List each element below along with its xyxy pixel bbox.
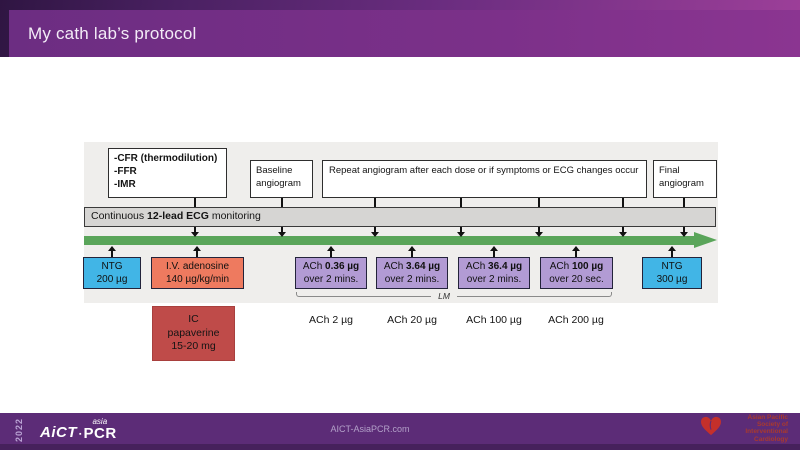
logo-aict-text: AiCT — [40, 424, 77, 441]
header-band: My cath lab’s protocol — [0, 0, 800, 57]
papaverine-line: IC — [188, 313, 199, 326]
dose-box-line: over 2 mins. — [303, 274, 359, 285]
dose-box-line: 140 µg/kg/min — [165, 274, 230, 285]
timeline-arrowhead-icon — [694, 232, 717, 248]
ach-dose-box-4: ACh 100 µg over 20 sec. — [540, 257, 613, 289]
dose-box-line: NTG — [661, 260, 683, 272]
ach-dose-box-2: ACh 3.64 µg over 2 mins. — [376, 257, 448, 289]
down-arrow-icon — [457, 227, 465, 237]
up-arrow-icon — [668, 246, 676, 258]
iv-adenosine-box: I.V. adenosine 140 µg/kg/min — [151, 257, 244, 289]
down-arrow-icon — [535, 227, 543, 237]
apsic-heart-icon — [701, 416, 721, 436]
ach-cumulative-dose-label: ACh 200 µg — [548, 314, 604, 326]
ach-dose-box-1: ACh 0.36 µg over 2 mins. — [295, 257, 367, 289]
up-arrow-icon — [490, 246, 498, 258]
connector-line — [622, 198, 624, 208]
baseline-angiogram-box: Baseline angiogram — [250, 160, 313, 198]
ecg-monitoring-bar: Continuous 12-lead ECG monitoring — [84, 207, 716, 227]
connector-line — [538, 198, 540, 208]
dose-box-line: ACh 100 µg — [549, 260, 604, 272]
dose-box-line: ACh 36.4 µg — [465, 260, 523, 272]
ecg-bar-bold-text: 12-lead ECG — [147, 210, 209, 222]
papaverine-line: 15-20 mg — [171, 340, 216, 353]
year-label: 2022 — [14, 417, 24, 442]
ach-dose-box-3: ACh 36.4 µg over 2 mins. — [458, 257, 530, 289]
dose-box-line: I.V. adenosine — [165, 260, 230, 272]
down-arrow-icon — [680, 227, 688, 237]
footer-bar: 2022 AiCT ▪ asia PCR AICT-AsiaPCR.com As… — [0, 413, 800, 450]
measurement-line: -IMR — [114, 179, 136, 191]
down-arrow-icon — [278, 227, 286, 237]
ntg-300-box: NTG 300 µg — [642, 257, 702, 289]
papaverine-line: papaverine — [167, 326, 220, 339]
dose-box-line: ACh 3.64 µg — [383, 260, 441, 272]
logo-asia-text: asia — [92, 417, 108, 426]
final-angiogram-box: Final angiogram — [653, 160, 717, 198]
website-label: AICT-AsiaPCR.com — [330, 424, 410, 434]
repeat-angiogram-box: Repeat angiogram after each dose or if s… — [322, 160, 647, 198]
down-arrow-icon — [371, 227, 379, 237]
title-bar: My cath lab’s protocol — [9, 10, 800, 57]
apsic-society-label: Asian Pacific Society of Interventional … — [745, 414, 788, 443]
logo-separator-icon: ▪ — [79, 431, 82, 438]
logo-pcr-group: asia PCR — [83, 417, 117, 442]
dose-box-line: over 20 sec. — [549, 274, 604, 285]
timeline-arrow-body — [84, 236, 696, 245]
up-arrow-icon — [408, 246, 416, 258]
connector-line — [194, 198, 196, 208]
ach-cumulative-dose-label: ACh 100 µg — [466, 314, 522, 326]
ach-cumulative-dose-label: ACh 2 µg — [309, 314, 353, 326]
dose-box-line: over 2 mins. — [466, 274, 522, 285]
ntg-200-box: NTG 200 µg — [83, 257, 141, 289]
up-arrow-icon — [327, 246, 335, 258]
dose-box-line: 300 µg — [656, 274, 688, 285]
up-arrow-icon — [572, 246, 580, 258]
measurement-line: -FFR — [114, 166, 137, 178]
ic-papaverine-box: IC papaverine 15-20 mg — [152, 306, 235, 361]
dose-box-line: over 2 mins. — [384, 274, 440, 285]
dose-box-line: 200 µg — [96, 274, 128, 285]
dose-box-line: ACh 0.36 µg — [302, 260, 360, 272]
page-title: My cath lab’s protocol — [28, 23, 197, 43]
down-arrow-icon — [191, 227, 199, 237]
aict-asiapcr-logo: AiCT ▪ asia PCR — [40, 417, 117, 442]
connector-line — [374, 198, 376, 208]
connector-line — [683, 198, 685, 208]
ecg-bar-text: monitoring — [208, 210, 261, 222]
logo-pcr-text: PCR — [83, 425, 117, 442]
connector-line — [460, 198, 462, 208]
ach-cumulative-dose-label: ACh 20 µg — [387, 314, 437, 326]
measurements-box: -CFR (thermodilution) -FFR -IMR — [108, 148, 227, 198]
up-arrow-icon — [193, 246, 201, 258]
connector-line — [281, 198, 283, 208]
down-arrow-icon — [619, 227, 627, 237]
ecg-bar-text: Continuous — [91, 210, 148, 222]
dose-box-line: NTG — [101, 260, 123, 272]
measurement-line: -CFR (thermodilution) — [114, 153, 218, 164]
up-arrow-icon — [108, 246, 116, 258]
lm-label: LM — [431, 291, 457, 301]
